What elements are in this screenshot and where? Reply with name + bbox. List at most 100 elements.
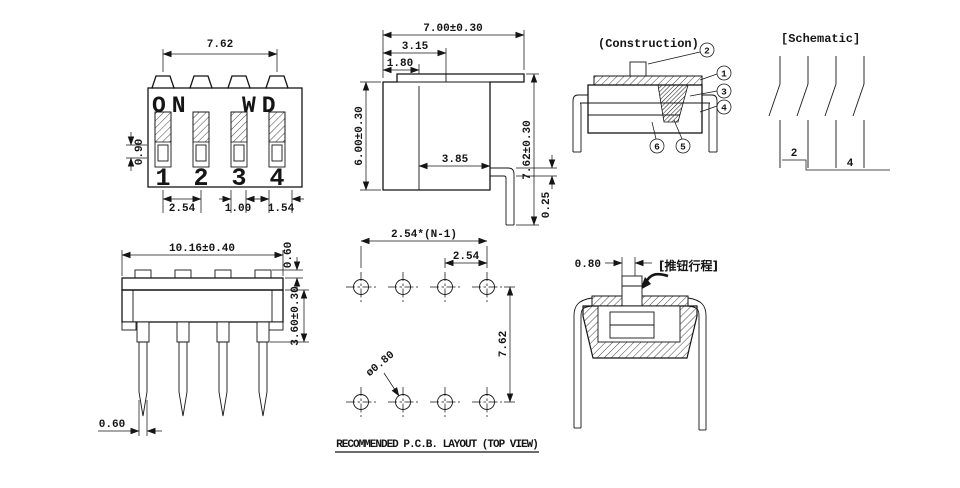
right-lead-inner — [702, 102, 711, 152]
front-left-dimension: 0.90 — [126, 132, 147, 171]
callout-balloon-5 — [675, 138, 691, 154]
terminal-step-line — [782, 159, 890, 171]
side-dim-width: 7.00±0.30 — [423, 23, 482, 35]
actuator-tab — [254, 269, 272, 279]
callout-number-2: 2 — [704, 46, 710, 57]
pin-view-dim-height: 3.60±0.30 — [290, 286, 302, 345]
travel-leads — [573, 297, 707, 431]
travel-arrow-head — [640, 277, 651, 290]
callout-leader — [651, 121, 657, 140]
right-lead-inner — [687, 305, 700, 430]
construction-knob — [629, 61, 647, 77]
front-dim-end: 1.54 — [268, 203, 295, 215]
actuator-tab — [214, 269, 232, 279]
callout-leader — [699, 105, 718, 113]
callout-leader — [673, 119, 683, 140]
callout-balloon-6 — [649, 138, 665, 154]
pin-shaft — [138, 341, 148, 417]
slot-4-actuator — [271, 144, 283, 162]
callout-leader — [699, 73, 718, 81]
switch-body-outline — [147, 87, 303, 188]
construction-callouts: 2 1 3 4 6 5 — [647, 42, 732, 154]
side-dim-base: 3.85 — [442, 154, 469, 166]
callout-balloon-4 — [716, 99, 732, 115]
pcb-caption-text: RECOMMENDED P.C.B. LAYOUT (TOP VIEW) — [336, 439, 538, 451]
schematic-label-4: 4 — [847, 158, 854, 170]
pin-view-pin-width-dimension: 0.60 — [98, 400, 162, 436]
front-dim-slot: 1.00 — [225, 203, 251, 215]
side-lead-thickness-dimension: 0.25 — [516, 155, 557, 218]
position-number-2: 2 — [193, 164, 208, 193]
cover-plate — [121, 277, 284, 291]
construction-cover-hatch — [593, 75, 703, 86]
pcb-dim-pitch: 2.54 — [453, 251, 480, 263]
position-number-4: 4 — [269, 164, 284, 193]
pin-view-height-dimension: 3.60±0.30 — [270, 286, 309, 346]
travel-dimension: 0.80 — [575, 257, 652, 276]
pcb-dim-row-pitch: 7.62 — [498, 331, 510, 357]
front-view: 7.62 ON WD 1 2 3 — [126, 39, 304, 215]
pin-shaft — [218, 341, 228, 417]
travel-label-text: [推钮行程] — [659, 258, 718, 273]
pin-shaft — [178, 341, 188, 417]
travel-body — [582, 275, 698, 359]
slot-1-hatch — [154, 111, 172, 143]
travel-label: [推钮行程] — [640, 258, 718, 290]
construction-body-outline — [587, 84, 703, 134]
slide-knob — [621, 275, 643, 307]
pcb-layout-view: 2.54*(N-1) 2.54 — [335, 229, 539, 453]
side-lead — [490, 167, 515, 226]
schematic-terminal-labels: 2 4 — [782, 148, 890, 171]
callout-number-3: 3 — [721, 87, 727, 98]
front-position-numbers: 1 2 3 4 — [155, 164, 284, 193]
schematic-view: [Schematic] 2 4 — [768, 32, 890, 171]
callout-number-1: 1 — [721, 69, 727, 80]
slot-3-hatch — [230, 111, 248, 143]
side-inner-dimension: 3.85 — [418, 154, 491, 170]
right-lead-outer — [687, 297, 707, 430]
pcb-pitch-dimension: 2.54 — [444, 251, 488, 268]
callout-leader — [689, 90, 718, 97]
pin-shoulder — [216, 321, 230, 343]
side-dim-step2: 1.80 — [387, 58, 413, 70]
pcb-dim-span: 2.54*(N-1) — [391, 229, 457, 241]
construction-leads — [572, 94, 718, 153]
slot-4-hatch — [268, 111, 286, 143]
pin-shoulder — [256, 321, 270, 343]
pcb-hole-callout: ø0.80 — [364, 349, 400, 397]
front-top-dimension: 7.62 — [162, 39, 278, 72]
actuator-bump — [227, 75, 251, 89]
construction-view: (Construction) 2 1 3 — [572, 37, 732, 154]
travel-dim-text: 0.80 — [575, 259, 601, 271]
construction-body — [587, 61, 703, 134]
standoff-foot — [121, 321, 137, 331]
slot-3-actuator — [233, 144, 245, 162]
left-lead-inner — [579, 102, 588, 152]
side-dim-lead-thickness: 0.25 — [541, 191, 553, 218]
pin-view-dim-tab: 0.60 — [283, 242, 295, 268]
side-dim-step1: 3.15 — [402, 41, 429, 53]
schematic-title: [Schematic] — [781, 32, 860, 46]
pin-shaft — [258, 341, 268, 417]
pcb-caption: RECOMMENDED P.C.B. LAYOUT (TOP VIEW) — [335, 439, 539, 453]
pin-side-view: 10.16±0.40 — [98, 242, 309, 436]
pin-view-pins — [136, 321, 270, 417]
pcb-dim-hole: ø0.80 — [364, 349, 397, 379]
callout-balloon-3 — [716, 83, 732, 99]
travel-view: 0.80 [推钮行程] — [573, 257, 718, 431]
switch-symbol-lever — [796, 83, 809, 117]
front-dim-span: 7.62 — [207, 39, 233, 51]
position-number-3: 3 — [231, 164, 246, 193]
pcb-row-dimension: 7.62 — [498, 286, 515, 403]
pin-shoulder — [136, 321, 150, 343]
side-dim-body-height: 6.00±0.30 — [354, 106, 366, 165]
schematic-label-2: 2 — [791, 148, 798, 160]
side-body-outline — [382, 73, 525, 191]
callout-number-5: 5 — [680, 142, 686, 153]
right-lead-outer — [702, 94, 718, 152]
side-view: 7.00±0.30 3.15 1.80 3.85 6.00±0.30 — [354, 23, 557, 226]
switch-symbol-lever — [824, 83, 837, 117]
side-total-height-dimension: 7.62±0.30 — [516, 73, 539, 226]
switch-symbol-lever — [768, 83, 781, 117]
